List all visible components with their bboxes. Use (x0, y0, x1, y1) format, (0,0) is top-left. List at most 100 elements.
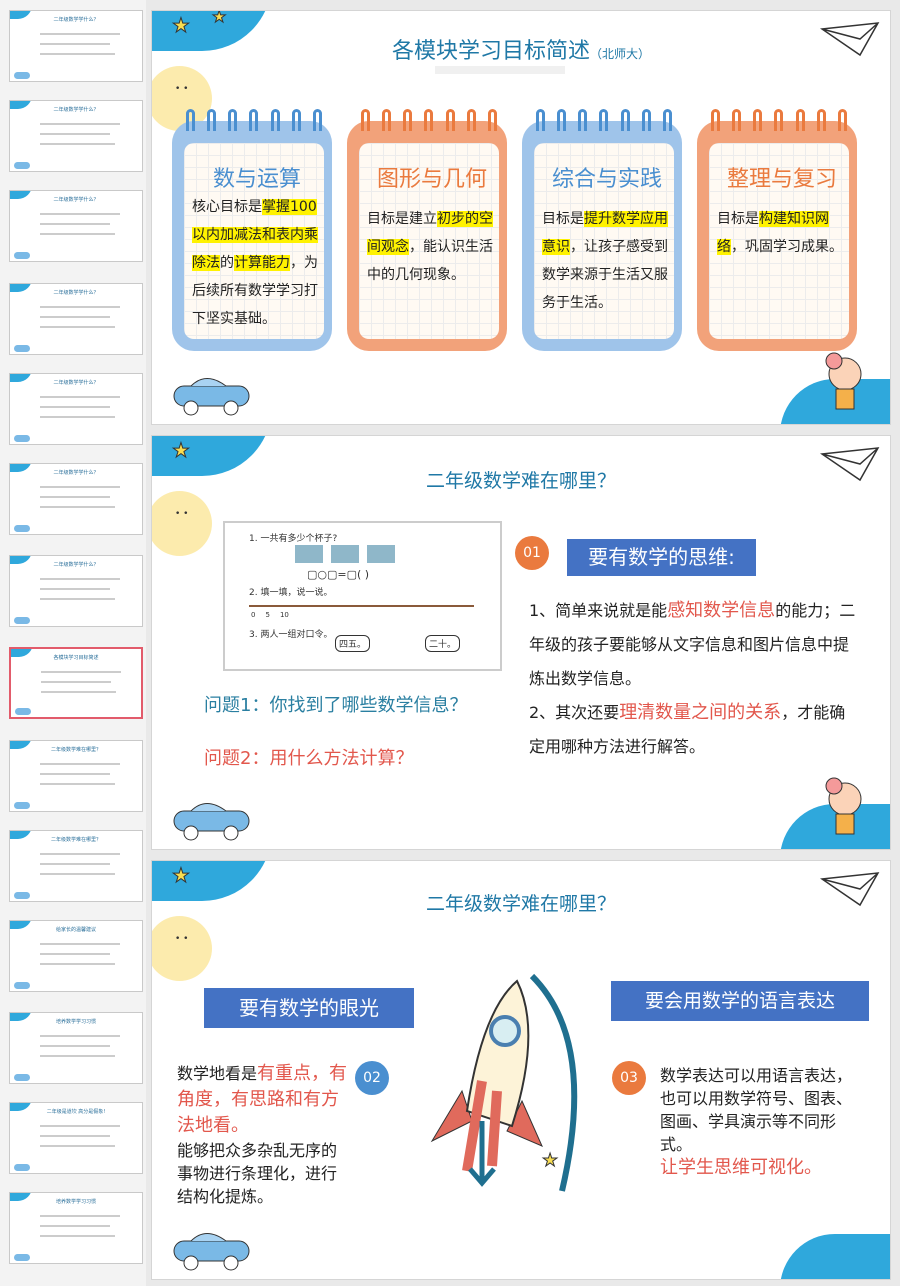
tick-label: 10 (279, 611, 289, 619)
module-card: 图形与几何目标是建立初步的空间观念，能认识生活中的几何现象。 (347, 109, 507, 351)
card-description: 目标是构建知识网络，巩固学习成果。 (717, 211, 843, 255)
slide-thumbnail[interactable]: 二年级数学学什么？ (9, 373, 143, 445)
car-icon (173, 803, 250, 841)
thumbnail-text-line (41, 671, 121, 673)
car-icon (14, 435, 30, 442)
slide-thumbnail[interactable]: 各模块学习目标简述 (9, 647, 143, 719)
car-icon (14, 617, 30, 624)
slide-thumbnail-panel[interactable]: 二年级数学学什么？ 二年级数学学什么？ 二年级数学学什么？ 二年级数学学什么？ 二年级数… (0, 0, 146, 1286)
thumbnail-text-line (40, 326, 115, 328)
decorative-blob (10, 1013, 32, 1021)
slide-thumbnail[interactable]: 二年级是道坎 高分是假象! (9, 1102, 143, 1174)
moon-icon: • • (152, 916, 212, 981)
car-icon (14, 72, 30, 79)
equation-blanks: ▢○▢=▢( ) (307, 568, 370, 581)
car-icon (14, 892, 30, 899)
car-icon (14, 1254, 30, 1261)
number-badge: 03 (612, 1061, 646, 1095)
thumbnail-text-line (40, 233, 115, 235)
vision-paragraph: 数学地看是有重点，有角度，有思路和有方法地看。能够把众多杂乱无序的事物进行条理化… (177, 1063, 348, 1206)
thumbnail-text-line (40, 1215, 120, 1217)
car-icon (14, 162, 30, 169)
slide-title: 二年级数学难在哪里？ (425, 893, 616, 915)
car-icon (173, 1233, 250, 1271)
thumbnail-text-line (40, 1135, 110, 1137)
thinking-paragraph-1: 1、简单来说就是能感知数学信息的能力；二年级的孩子要能够从文字信息和图片信息中提… (529, 600, 856, 688)
thumbnail-title: 培养数学学习习惯 (55, 1199, 96, 1205)
decorative-blob (10, 284, 32, 292)
slide-thumbnail[interactable]: 二年级数学难在哪里？ (9, 830, 143, 902)
slide-difficulty-vision-expression[interactable]: ★ • • 二年级数学难在哪里？ 要有数学的眼光 要会用数学的语言表达 ★ 02… (151, 860, 891, 1280)
thumbnail-text-line (40, 143, 115, 145)
card-description: 目标是提升数学应用意识，让孩子感受到数学来源于生活又服务于生活。 (542, 211, 668, 311)
title-underline (435, 66, 565, 74)
thumbnail-text-line (40, 506, 115, 508)
thumbnail-title: 二年级数学学什么？ (53, 380, 99, 386)
thumbnail-text-line (40, 763, 120, 765)
thumbnail-text-line (40, 53, 115, 55)
number-badge: 01 (515, 536, 549, 570)
decorative-blob (10, 191, 32, 199)
thumbnail-title: 给家长的温馨建议 (55, 927, 96, 933)
card-description: 核心目标是掌握100以内加减法和表内乘除法的计算能力，为后续所有数学学习打下坚实… (192, 199, 318, 327)
decorative-blob (10, 1193, 32, 1201)
speech-bubble: 四五。 (335, 635, 371, 652)
thumbnail-title: 培养数学学习习惯 (55, 1019, 96, 1025)
question-2: 问题2：用什么方法计算？ (204, 748, 414, 769)
thumbnail-text-line (40, 316, 110, 318)
star-icon: ★ (172, 13, 191, 38)
expression-paragraph: 数学表达可以用语言表达，也可以用数学符号、图表、图画、学具演示等不同形式。让学生… (660, 1066, 853, 1178)
slide-thumbnail[interactable]: 二年级数学学什么？ (9, 463, 143, 535)
thinking-paragraph-2: 2、其次还要理清数量之间的关系，才能确定用哪种方法进行解答。 (529, 702, 846, 756)
thumbnail-text-line (40, 873, 115, 875)
thumbnail-text-line (40, 406, 110, 408)
thumbnail-text-line (40, 133, 110, 135)
svg-text:★: ★ (542, 1150, 558, 1171)
card-title: 数与运算 (212, 167, 301, 192)
thumbnail-text-line (40, 1145, 115, 1147)
thumbnail-title: 二年级数学学什么？ (53, 562, 99, 568)
slide-thumbnail[interactable]: 二年级数学学什么？ (9, 10, 143, 82)
slide-title: 各模块学习目标简述（北师大） (391, 39, 651, 64)
moon-icon: • • (152, 491, 212, 556)
thumbnail-text-line (40, 578, 120, 580)
car-icon (14, 252, 30, 259)
slide-thumbnail[interactable]: 培养数学学习习惯 (9, 1012, 143, 1084)
module-card: 整理与复习目标是构建知识网络，巩固学习成果。 (697, 109, 857, 351)
slide-thumbnail[interactable]: 二年级数学难在哪里？ (9, 740, 143, 812)
slide-thumbnail[interactable]: 二年级数学学什么？ (9, 190, 143, 262)
decorative-blob (10, 1103, 32, 1111)
thumbnail-title: 二年级数学难在哪里？ (50, 837, 101, 843)
section-heading: 要有数学的思维: (567, 539, 756, 576)
slide-learning-goals[interactable]: ★ ★ • • 各模块学习目标简述（北师大） 数与运算核心目标是掌握100以内加… (151, 10, 891, 425)
thumbnail-title: 二年级数学学什么？ (53, 470, 99, 476)
decorative-blob (10, 556, 32, 564)
spiral-rings (361, 109, 497, 131)
slide-thumbnail[interactable]: 培养数学学习习惯 (9, 1192, 143, 1264)
paper-plane-icon (820, 22, 880, 57)
decorative-blob (10, 374, 32, 382)
car-icon (173, 378, 250, 416)
thumbnail-text-line (40, 396, 120, 398)
expression-heading: 要会用数学的语言表达 (611, 981, 869, 1021)
thumbnail-title: 二年级是道坎 高分是假象! (46, 1109, 106, 1115)
thumbnail-title: 二年级数学学什么？ (53, 197, 99, 203)
moon-icon: • • (152, 66, 212, 131)
spiral-rings (536, 109, 672, 131)
thumbnail-text-line (40, 783, 115, 785)
slide-thumbnail[interactable]: 给家长的温馨建议 (9, 920, 143, 992)
thumbnail-text-line (40, 43, 110, 45)
thumbnail-text-line (40, 306, 120, 308)
card-title: 综合与实践 (551, 167, 662, 192)
slide-difficulty-thinking[interactable]: ★ • • 二年级数学难在哪里？ 1. 一共有多少个杯子? ▢○▢=▢( ) 2… (151, 435, 891, 850)
exercise-question-1: 1. 一共有多少个杯子? (249, 534, 338, 544)
slide-thumbnail[interactable]: 二年级数学学什么？ (9, 555, 143, 627)
slide-thumbnail[interactable]: 二年级数学学什么？ (9, 100, 143, 172)
paper-plane-icon (820, 872, 880, 907)
thumbnail-text-line (40, 223, 110, 225)
module-card: 综合与实践目标是提升数学应用意识，让孩子感受到数学来源于生活又服务于生活。 (522, 109, 682, 351)
slide-thumbnail[interactable]: 二年级数学学什么？ (9, 283, 143, 355)
car-icon (14, 982, 30, 989)
girl-illustration (825, 352, 862, 410)
